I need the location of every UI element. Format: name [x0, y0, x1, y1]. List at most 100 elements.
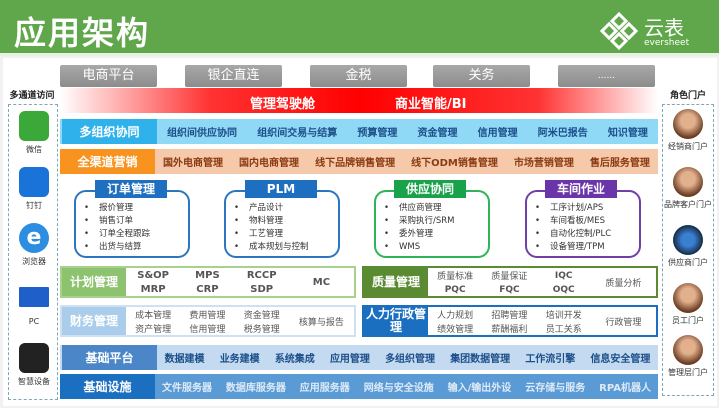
portal-management[interactable]: 管理层门户 — [663, 335, 713, 378]
row-label: 多组织协同 — [62, 119, 157, 144]
item: 质量标准 — [437, 272, 474, 283]
item: RCCP — [246, 269, 277, 281]
portal-supplier[interactable]: 供应商门户 — [663, 225, 713, 283]
item: 国内电商管理 — [239, 158, 300, 169]
item: SDP — [250, 283, 274, 295]
channel-tax: 金税 — [310, 65, 407, 87]
label: PC — [28, 317, 40, 326]
avatar — [673, 225, 703, 255]
item: 线下ODM销售管理 — [411, 158, 498, 169]
item: 知识管理 — [607, 128, 648, 139]
row-label: 全渠道营销 — [60, 149, 155, 174]
hr-block: 人力行政管理 人力规划招聘管理培训开发行政管理 绩效管理薪酬福利员工关系 — [362, 305, 658, 337]
item: 国外电商管理 — [163, 158, 224, 169]
item: 线下品牌销售管理 — [315, 158, 396, 169]
module-workshop: 工序计划/APS车间看板/MES自动化控制/PLC设备管理/TPM — [525, 190, 641, 258]
label: 供应商门户 — [668, 258, 708, 267]
wechat-icon — [19, 111, 49, 141]
access-wechat: 微信 — [9, 111, 59, 167]
label: 管理层门户 — [668, 368, 708, 377]
row-label: 人力行政管理 — [364, 307, 428, 335]
label: 员工门户 — [672, 316, 704, 325]
item: 资金管理 — [243, 310, 280, 321]
item: 信用管理 — [477, 128, 518, 139]
item: 系统集成 — [274, 354, 315, 365]
logo-text: 云表 — [644, 16, 684, 40]
label: 品牌客户门户 — [664, 200, 712, 209]
module-title: 订单管理 — [95, 180, 167, 198]
module-title: PLM — [245, 180, 317, 198]
label: 智慧设备 — [18, 377, 50, 386]
finance-block: 财务管理 成本管理费用管理资金管理核算与报告 资产管理信用管理税务管理 — [60, 305, 356, 337]
wearable-icon — [19, 343, 49, 373]
item: 集团数据管理 — [450, 354, 511, 365]
item: 车间看板/MES — [535, 215, 639, 228]
item: S&OP — [137, 269, 170, 281]
item: 设备管理/TPM — [535, 241, 639, 254]
row-label: 基础设施 — [60, 374, 155, 399]
item: MC — [312, 276, 331, 288]
portal-brand-customer[interactable]: 品牌客户门户 — [663, 167, 713, 225]
channel-customs: 关务 — [433, 65, 530, 87]
item: FQC — [499, 284, 520, 295]
ie-icon: e — [19, 223, 49, 253]
left-title: 多通道访问 — [9, 91, 55, 101]
item: WMS — [384, 241, 488, 254]
item: 税务管理 — [243, 324, 280, 335]
label: 经销商门户 — [668, 142, 708, 151]
item: 阿米巴报告 — [537, 128, 588, 139]
channel-more: ...... — [558, 65, 655, 87]
item: 招聘管理 — [491, 310, 528, 321]
module-title: 供应协同 — [394, 180, 466, 198]
item: MRP — [140, 283, 166, 295]
row-label: 计划管理 — [62, 268, 126, 296]
item: 出货与结算 — [84, 241, 188, 254]
item: 应用服务器 — [299, 383, 350, 394]
channel-bank: 银企直连 — [185, 65, 282, 87]
item: 数据建模 — [164, 354, 205, 365]
portal-employee[interactable]: 员工门户 — [663, 283, 713, 335]
laptop-icon — [19, 287, 49, 307]
item: 供应商管理 — [384, 202, 488, 215]
item: 预算管理 — [357, 128, 398, 139]
bi-bar: 管理驾驶舱 商业智能/BI — [60, 88, 658, 113]
item: PQC — [444, 284, 466, 295]
access-pc: PC — [9, 287, 59, 343]
right-title: 角色门户 — [669, 91, 706, 101]
module-order: 报价管理销售订单订单全程跟踪出货与结算 — [74, 190, 190, 258]
module-plm: 产品设计物料管理工艺管理成本规划与控制 — [224, 190, 340, 258]
item: 绩效管理 — [437, 324, 474, 335]
label: 钉钉 — [26, 201, 42, 210]
infra-row: 基础设施 文件服务器数据库服务器应用服务器网络与安全设施输入/输出外设云存储与服… — [60, 374, 658, 399]
row-label: 财务管理 — [62, 307, 126, 335]
access-smart-device: 智慧设备 — [9, 343, 59, 387]
item: 工作流引擎 — [525, 354, 576, 365]
item: 资金管理 — [417, 128, 458, 139]
item: 市场营销管理 — [513, 158, 574, 169]
item: 员工关系 — [545, 324, 582, 335]
item: RPA机器人 — [599, 383, 651, 394]
channel-ecommerce: 电商平台 — [60, 65, 157, 87]
avatar — [673, 109, 703, 139]
item: CRP — [196, 283, 219, 295]
item: 售后服务管理 — [589, 158, 650, 169]
cockpit-label: 管理驾驶舱 — [250, 97, 316, 112]
avatar — [673, 167, 703, 197]
avatar — [673, 335, 703, 365]
logo-subtext: eversheet — [644, 38, 690, 48]
label: 浏览器 — [22, 257, 46, 266]
item: 报价管理 — [84, 202, 188, 215]
item: 工序计划/APS — [535, 202, 639, 215]
module-title: 车间作业 — [545, 180, 617, 198]
item: 成本规划与控制 — [234, 241, 338, 254]
dingtalk-icon — [19, 167, 49, 197]
item: 资产管理 — [135, 324, 172, 335]
item: 采购执行/SRM — [384, 215, 488, 228]
item: 组织间供应协同 — [167, 128, 238, 139]
page-title: 应用架构 — [14, 14, 151, 52]
header: 应用架构 云表 eversheet — [0, 0, 719, 56]
item: 薪酬福利 — [491, 324, 528, 335]
platform-row: 基础平台 数据建模业务建模系统集成应用管理多组织管理集团数据管理工作流引擎信息安… — [60, 345, 658, 370]
portal-dealer[interactable]: 经销商门户 — [663, 109, 713, 167]
